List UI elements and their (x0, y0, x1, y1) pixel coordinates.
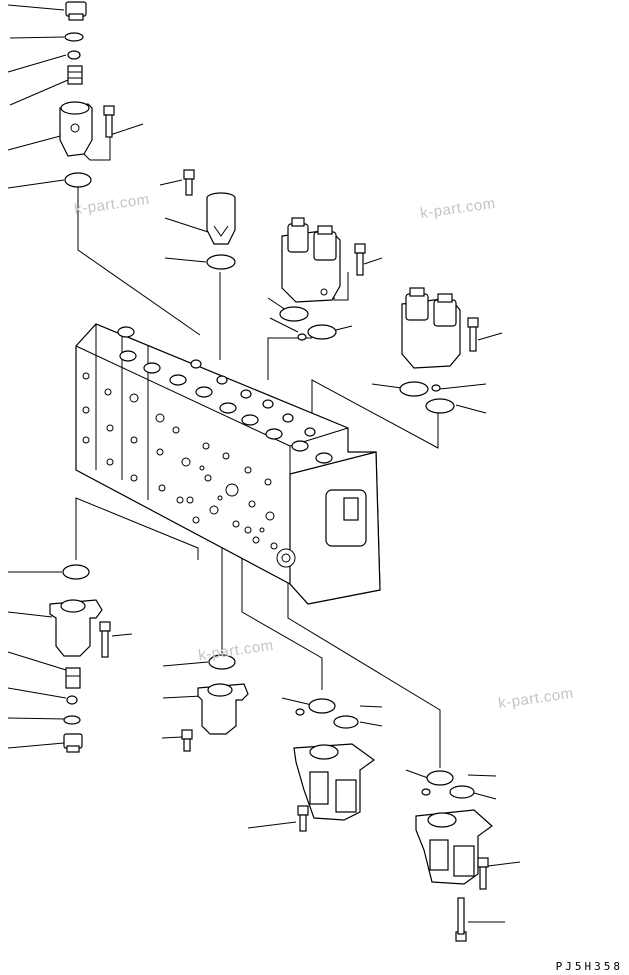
o-ring-8 (425, 398, 455, 414)
bolt-6 (181, 729, 193, 752)
o-ring-6 (297, 333, 307, 341)
bolt-5 (99, 621, 111, 658)
o-ring-13 (308, 698, 336, 714)
poppet-1 (67, 65, 83, 85)
o-ring-9 (431, 384, 441, 392)
long-bolt (455, 897, 467, 942)
backup-ring-2 (66, 695, 78, 705)
valve-housing-2 (49, 599, 103, 657)
o-ring-5 (307, 324, 337, 340)
o-ring-14 (333, 715, 359, 729)
o-ring-1 (64, 32, 84, 42)
bolt-4 (467, 317, 479, 352)
bolt-3 (354, 243, 366, 276)
twin-valve-3 (293, 743, 376, 821)
drawing-code: PJ5H358 (555, 960, 623, 973)
main-valve-block (75, 323, 381, 605)
plug-top (65, 1, 87, 21)
block-top-ports (117, 326, 333, 464)
bolt-1 (103, 105, 115, 138)
o-ring-16 (426, 770, 454, 786)
o-ring-15 (295, 708, 305, 716)
o-ring-3 (206, 254, 236, 270)
twin-valve-1 (281, 217, 341, 303)
o-ring-11 (63, 715, 81, 725)
leader-lines (7, 4, 521, 923)
o-ring-17 (449, 785, 475, 799)
o-ring-10 (62, 564, 90, 580)
bolt-7 (297, 805, 309, 832)
valve-housing-1 (59, 101, 93, 157)
valve-housing-3 (197, 683, 249, 735)
o-ring-7 (399, 381, 429, 397)
twin-valve-4 (415, 809, 493, 885)
o-ring-18 (421, 788, 431, 796)
bolt-8 (477, 857, 489, 890)
twin-valve-2 (401, 287, 461, 369)
o-ring-2 (64, 172, 92, 188)
plug-bottom (63, 733, 83, 753)
block-face-holes (82, 372, 278, 550)
bolt-2 (183, 169, 195, 196)
backup-ring-1 (67, 50, 81, 60)
cartridge-2 (206, 192, 236, 245)
poppet-2 (65, 667, 81, 689)
o-ring-12 (208, 654, 236, 670)
o-ring-4 (279, 306, 309, 322)
